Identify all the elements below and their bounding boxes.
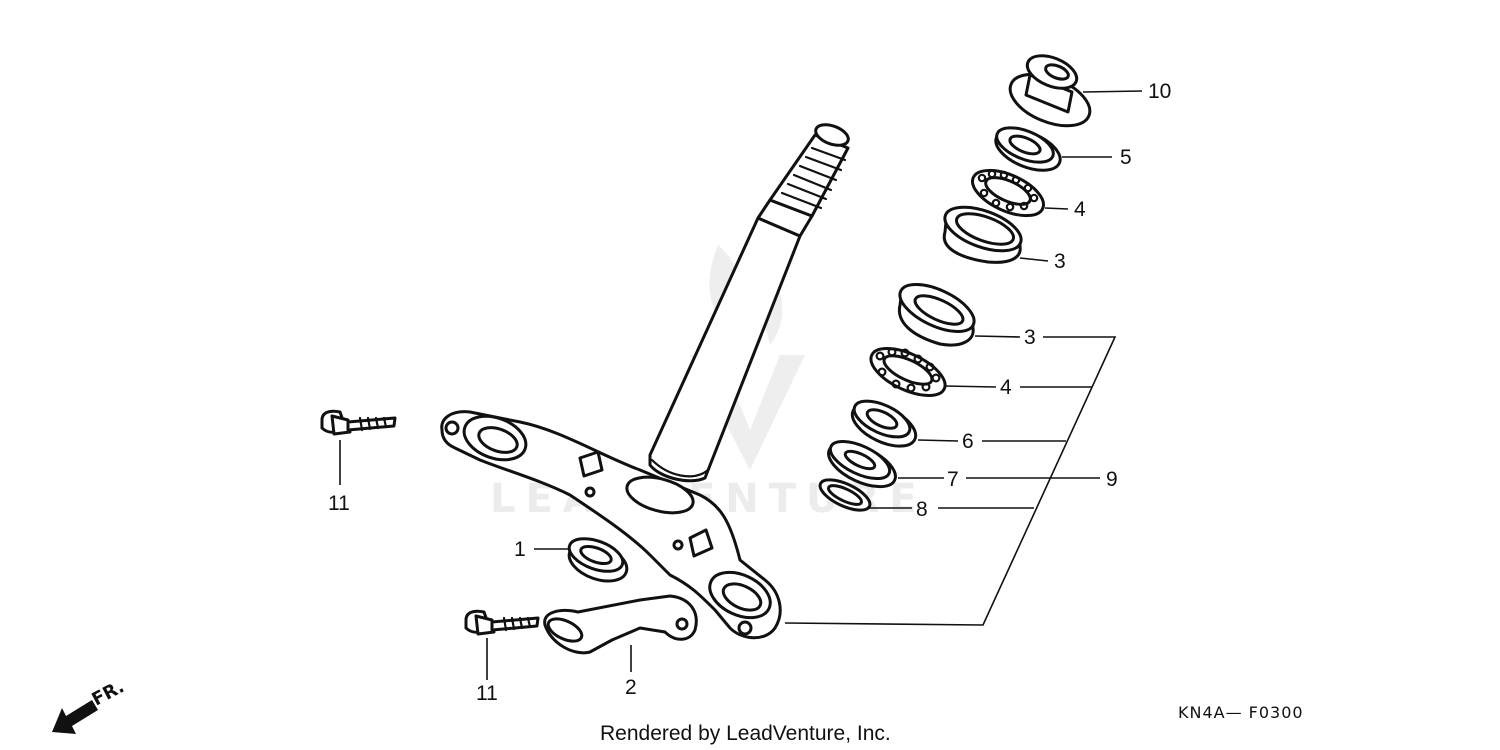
part-6-bearing-race-lower	[850, 399, 918, 448]
callout-6: 6	[962, 430, 974, 453]
part-10-steering-nut	[1008, 54, 1092, 128]
part-11-bolt-lower	[464, 609, 540, 636]
part-5-bearing-race-cover	[994, 126, 1062, 172]
part-11-bolt-upper	[320, 409, 397, 436]
callout-3-lower: 3	[1024, 326, 1036, 349]
callout-9: 9	[1106, 468, 1118, 491]
diagram-code: KN4A— F0300	[1178, 703, 1304, 722]
callout-labels: 10 5 4 3 3 4 6 7 8 9 11 11 1 2	[328, 80, 1171, 705]
leader-lines	[339, 90, 1143, 680]
callout-4-upper: 4	[1074, 198, 1086, 221]
part-3-bearing-race-upper	[942, 205, 1023, 264]
steering-stem-shaft	[648, 123, 850, 483]
part-1-dust-seal	[567, 537, 629, 583]
steering-stem-bottom-bridge	[440, 410, 782, 640]
callout-2: 2	[625, 676, 637, 699]
callout-7: 7	[947, 468, 959, 491]
callout-11-upper: 11	[328, 492, 350, 515]
arrow-down-left-icon	[52, 700, 98, 734]
part-8-washer	[818, 478, 872, 512]
part-2-bracket	[543, 594, 698, 655]
callout-8: 8	[916, 498, 928, 521]
part-4-ball-bearing-lower	[869, 347, 947, 397]
callout-11-lower: 11	[476, 682, 498, 705]
callout-1: 1	[514, 538, 526, 561]
callout-10: 10	[1148, 80, 1171, 103]
part-3-bearing-race-lower	[897, 283, 976, 347]
front-direction-indicator: FR.	[52, 676, 128, 734]
callout-4-lower: 4	[1000, 376, 1012, 399]
part-7-dust-seal	[827, 439, 897, 489]
callout-5: 5	[1120, 146, 1132, 169]
part-4-ball-bearing-upper	[971, 168, 1045, 218]
callout-3-upper: 3	[1054, 250, 1066, 273]
footer-credit: Rendered by LeadVenture, Inc.	[600, 722, 891, 745]
